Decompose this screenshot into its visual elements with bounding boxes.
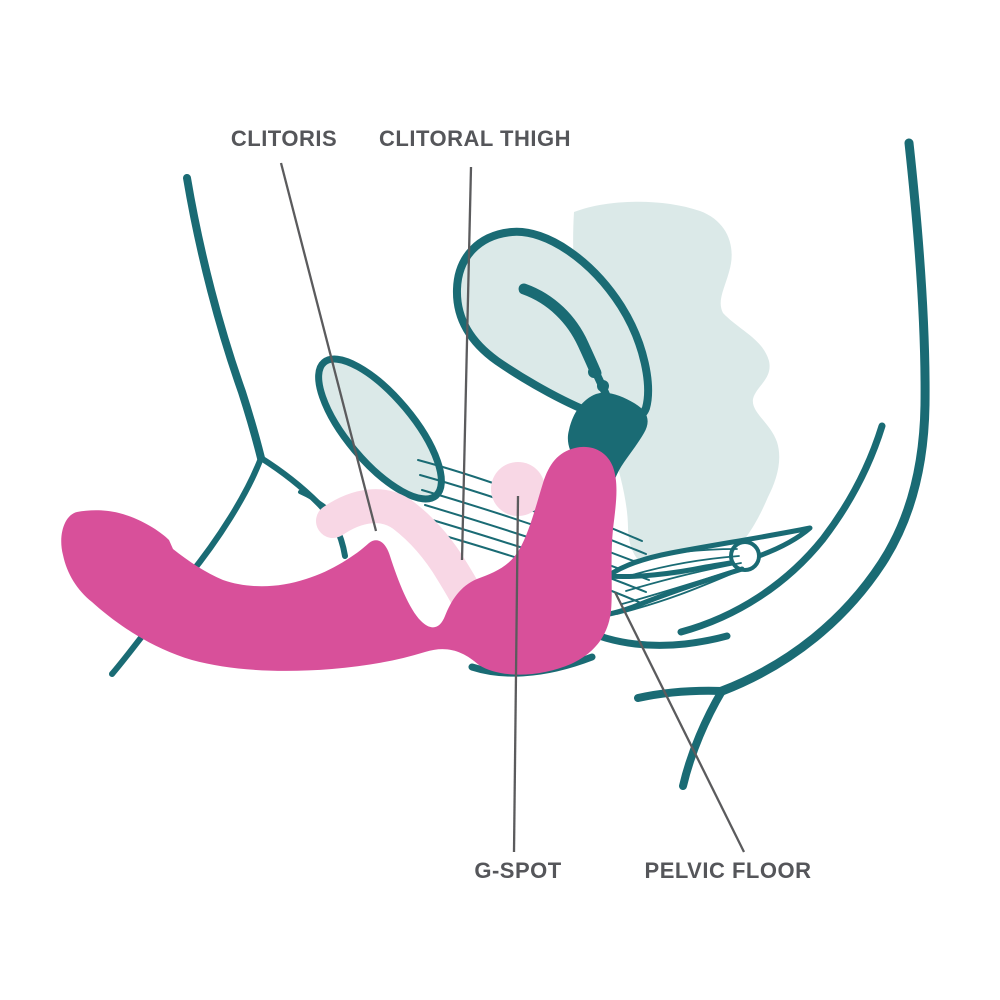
urethra-line	[518, 283, 602, 379]
g-spot-label: G-SPOT	[474, 858, 562, 883]
clitoral-thigh-label: CLITORAL THIGH	[379, 126, 571, 151]
bowel-shape	[573, 201, 780, 576]
pelvic-floor-hatching	[616, 548, 742, 615]
g-spot-pointer-line	[512, 495, 520, 853]
pelvic-floor-label: PELVIC FLOOR	[644, 858, 812, 883]
pelvic-floor-shape	[574, 525, 813, 620]
bladder-neck-shape	[567, 392, 648, 508]
g-spot-marker	[491, 462, 545, 516]
pointer-lines	[279, 162, 746, 853]
body-outline-right	[634, 138, 930, 790]
device-shape	[61, 446, 617, 675]
pelvic-floor-pointer-line	[613, 591, 746, 853]
clitoris-label: CLITORIS	[230, 126, 338, 151]
clitoris-pointer-line	[279, 162, 378, 532]
clitoral-thigh-pointer-line	[460, 166, 473, 561]
